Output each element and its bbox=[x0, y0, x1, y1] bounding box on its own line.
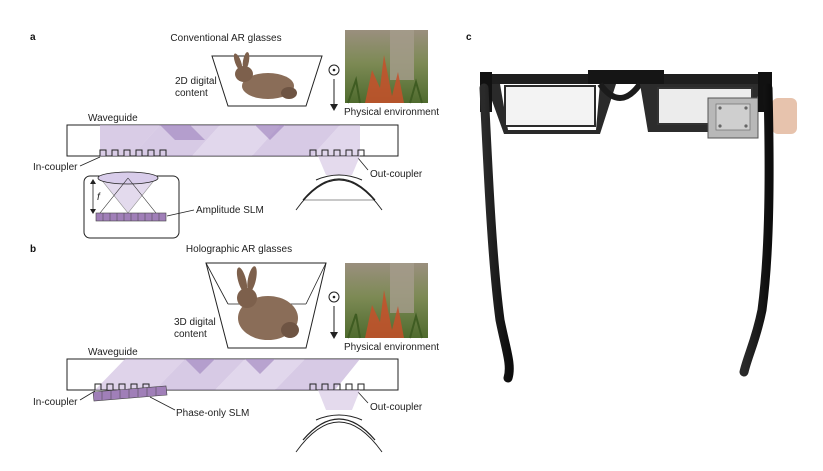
photo-thumbnail bbox=[345, 263, 428, 339]
panel-a: a Conventional AR glasses 2D digital con… bbox=[30, 30, 439, 239]
focal-length-label: f bbox=[97, 192, 101, 203]
slm-label-b: Phase-only SLM bbox=[176, 408, 249, 419]
in-coupler-label-a: In-coupler bbox=[33, 162, 78, 173]
waveguide-a bbox=[66, 124, 399, 157]
bunny-icon bbox=[233, 52, 297, 99]
amplitude-slm bbox=[95, 212, 167, 222]
environment-label-a: Physical environment bbox=[344, 107, 439, 118]
view-direction-symbol-a bbox=[328, 64, 340, 111]
panel-b: b Holographic AR glasses 3D digital cont… bbox=[30, 244, 439, 453]
bunny-icon bbox=[236, 266, 299, 340]
waveguide-b bbox=[66, 358, 399, 391]
content-label-b-2: content bbox=[174, 329, 207, 340]
panel-c: c bbox=[466, 32, 797, 383]
panel-letter-a: a bbox=[30, 32, 36, 43]
bunny-3d-display bbox=[205, 262, 327, 349]
phase-only-slm bbox=[92, 385, 168, 402]
projector-a bbox=[83, 171, 180, 239]
slm-label-a: Amplitude SLM bbox=[196, 205, 264, 216]
view-direction-symbol-b bbox=[328, 291, 340, 339]
panel-a-title: Conventional AR glasses bbox=[170, 33, 281, 44]
eye-icon bbox=[295, 390, 383, 453]
out-coupler-label-a: Out-coupler bbox=[370, 169, 423, 180]
content-label-a-1: 2D digital bbox=[175, 76, 217, 87]
in-coupler-a bbox=[99, 149, 167, 157]
photo-thumbnail bbox=[345, 30, 428, 104]
waveguide-label-a: Waveguide bbox=[88, 113, 138, 124]
content-label-b-1: 3D digital bbox=[174, 317, 216, 328]
panel-letter-b: b bbox=[30, 244, 36, 255]
waveguide-label-b: Waveguide bbox=[88, 347, 138, 358]
in-coupler-label-b: In-coupler bbox=[33, 397, 78, 408]
panel-letter-c: c bbox=[466, 32, 472, 43]
content-label-a-2: content bbox=[175, 88, 208, 99]
glasses-photo bbox=[479, 70, 797, 383]
out-coupler-label-b: Out-coupler bbox=[370, 402, 423, 413]
bunny-2d-display bbox=[211, 52, 323, 107]
eye-icon bbox=[295, 156, 383, 211]
panel-b-title: Holographic AR glasses bbox=[186, 244, 292, 255]
environment-label-b: Physical environment bbox=[344, 342, 439, 353]
